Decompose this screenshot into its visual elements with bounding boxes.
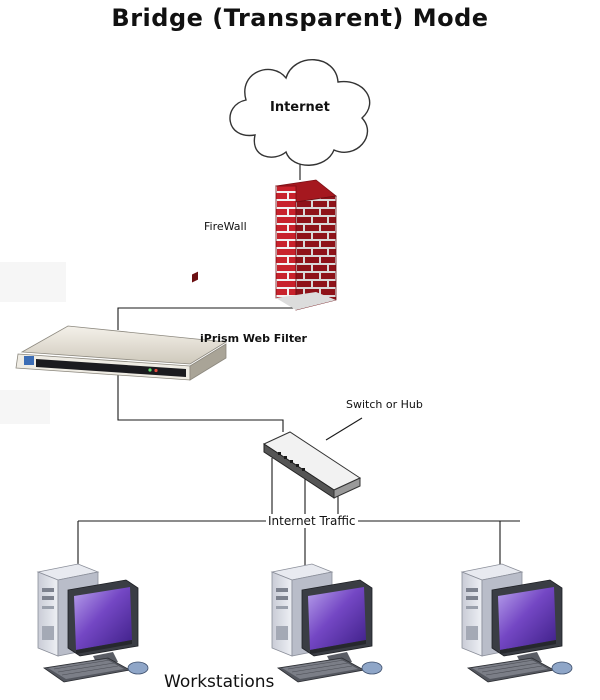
rack-server-icon <box>15 271 228 381</box>
switch-label: Switch or Hub <box>346 398 423 411</box>
background-artifact <box>0 262 66 302</box>
desktop-computer-icon <box>461 563 573 683</box>
traffic-label: Internet Traffic <box>266 514 358 528</box>
firewall-label: FireWall <box>204 220 247 233</box>
web-filter-label: iPrism Web Filter <box>200 332 307 345</box>
background-artifact <box>0 390 50 424</box>
desktop-computer-icon <box>37 563 149 683</box>
diagram-title: Bridge (Transparent) Mode <box>111 4 489 32</box>
internet-label: Internet <box>270 100 330 115</box>
cloud-icon <box>229 59 371 166</box>
desktop-computer-icon <box>271 563 383 683</box>
brick-wall-icon <box>275 179 337 311</box>
workstations-label: Workstations <box>164 672 275 692</box>
network-switch-icon <box>262 431 362 499</box>
